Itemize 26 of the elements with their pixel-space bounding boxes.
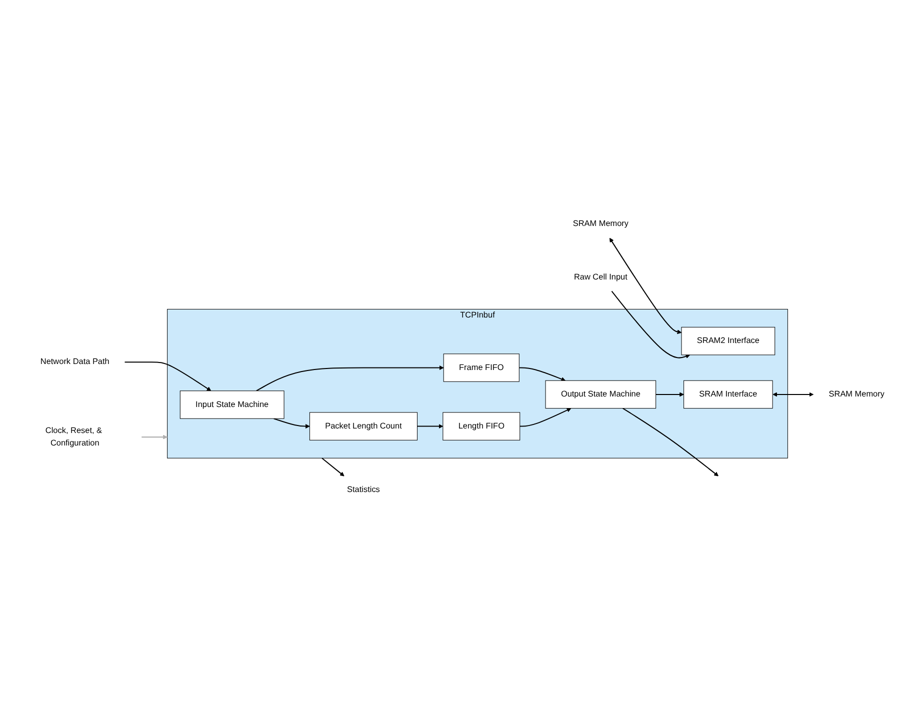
arrow <box>609 237 682 334</box>
signal-label: Network Data Path <box>40 357 110 366</box>
process-box: SRAM Interface <box>684 380 773 408</box>
signal-label: Clock, Reset, & Configuration <box>45 426 102 447</box>
arrow <box>611 290 690 358</box>
process-box: Frame FIFO <box>443 353 520 382</box>
arrow <box>417 424 444 428</box>
arrow <box>274 418 310 428</box>
arrow <box>256 365 444 391</box>
signal-label: Raw Cell Input <box>574 272 628 282</box>
signal-label: SRAM Memory <box>828 389 884 398</box>
process-box: SRAM2 Interface <box>681 326 776 355</box>
process-box: Input State Machine <box>180 390 284 418</box>
arrow <box>520 408 572 426</box>
arrow <box>772 392 814 396</box>
arrow <box>142 434 168 439</box>
arrow <box>322 457 344 476</box>
signal-label: SRAM Memory <box>572 218 629 228</box>
process-box: Length FIFO <box>442 412 520 440</box>
arrow <box>622 407 719 476</box>
process-box: Output State Machine <box>545 380 656 408</box>
arrow <box>519 366 566 381</box>
process-box: Packet Length Count <box>309 412 418 440</box>
arrow <box>656 392 684 396</box>
signal-label: Statistics <box>347 484 380 494</box>
arrow <box>124 361 212 391</box>
